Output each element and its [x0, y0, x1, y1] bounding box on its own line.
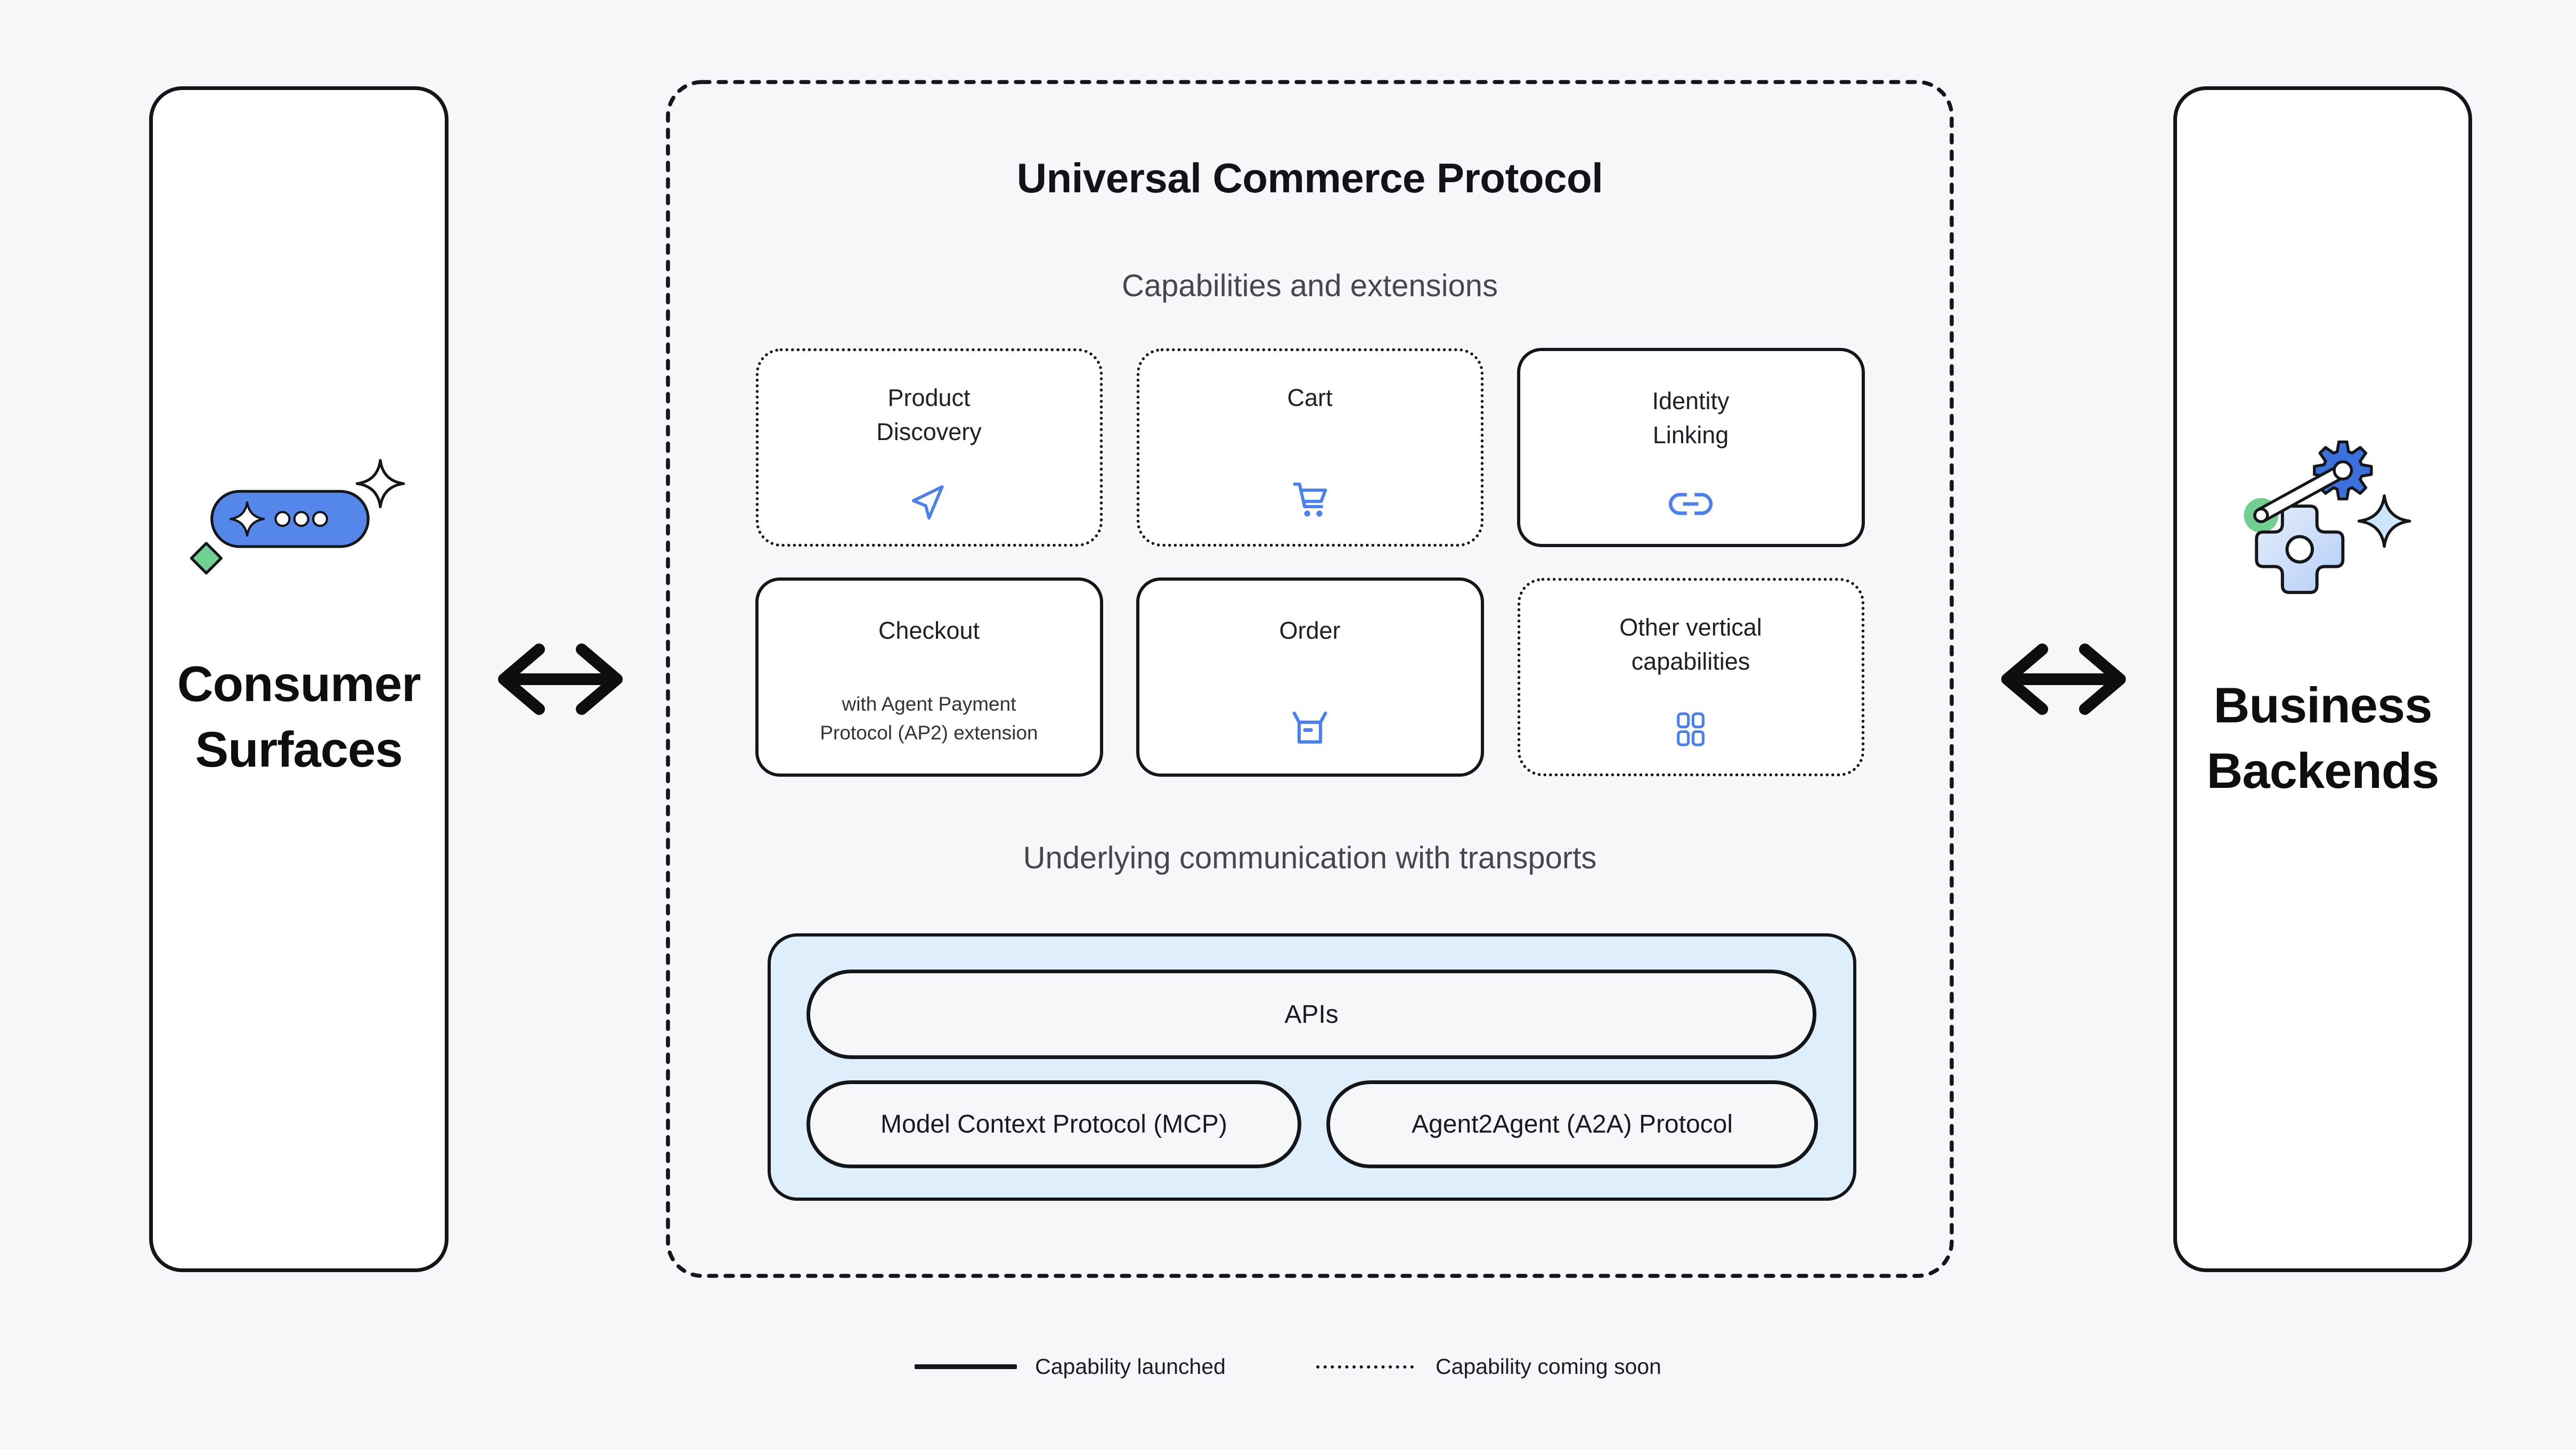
dotted-line-swatch	[1316, 1365, 1417, 1369]
card-title: Cart	[1287, 384, 1333, 412]
transports-container: APIs Model Context Protocol (MCP) Agent2…	[768, 933, 1856, 1201]
dot-icon	[312, 511, 328, 527]
rod-icon	[2253, 462, 2351, 524]
navigation-icon	[911, 485, 944, 520]
card-sublabel: with Agent Payment Protocol (AP2) extens…	[820, 693, 1038, 744]
gear-hub-icon	[2333, 460, 2353, 481]
package-box-icon	[1292, 711, 1327, 744]
card-title: Order	[1279, 617, 1341, 645]
pill-apis: APIs	[806, 970, 1816, 1059]
chat-pill-sparkle-icon	[190, 459, 405, 575]
legend-coming-soon-label: Capability coming soon	[1435, 1354, 1661, 1379]
pill-mcp: Model Context Protocol (MCP)	[806, 1080, 1301, 1168]
solid-line-swatch	[915, 1364, 1017, 1369]
pill-a2a: Agent2Agent (A2A) Protocol	[1326, 1080, 1818, 1168]
double-arrow-icon	[2001, 644, 2126, 715]
transports-heading: Underlying communication with transports	[1023, 841, 1597, 876]
card-title: Checkout	[878, 617, 980, 645]
consumer-surfaces-panel: Consumer Surfaces	[149, 86, 449, 1272]
grid-icon	[1677, 712, 1705, 746]
card-order: Order	[1136, 577, 1484, 777]
cart-icon	[1293, 482, 1327, 517]
card-checkout: Checkout with Agent Payment Protocol (AP…	[755, 577, 1103, 777]
rod-end-icon	[2253, 508, 2269, 524]
sparkle-blue-icon	[2357, 494, 2411, 548]
card-title: Identity Linking	[1652, 387, 1730, 449]
business-backends-content: Business Backends	[2206, 436, 2440, 803]
legend-item-coming-soon: Capability coming soon	[1315, 1354, 1661, 1379]
business-backends-panel: Business Backends	[2173, 86, 2472, 1272]
card-title: Product Discovery	[876, 384, 982, 446]
capabilities-grid: Product Discovery Cart	[666, 348, 1954, 777]
link-icon	[1668, 493, 1713, 515]
dot-icon	[293, 511, 309, 527]
universal-commerce-protocol-container: Universal Commerce Protocol Capabilities…	[666, 80, 1954, 1278]
card-product-discovery: Product Discovery	[755, 348, 1103, 548]
rounded-cross-gear-icon	[2255, 504, 2345, 595]
dot-icon	[274, 511, 291, 527]
sparkle-outline-icon	[355, 459, 405, 509]
business-backends-label: Business Backends	[2206, 677, 2439, 799]
legend: Capability launched Capability coming so…	[0, 1354, 2576, 1379]
consumer-surfaces-label: Consumer Surfaces	[177, 656, 421, 777]
card-cart: Cart	[1136, 348, 1484, 548]
sparkle-white-icon	[229, 501, 265, 537]
card-title: Other vertical capabilities	[1619, 614, 1762, 675]
capabilities-heading: Capabilities and extensions	[1121, 268, 1498, 303]
legend-item-launched: Capability launched	[915, 1354, 1226, 1379]
card-other-vertical: Other vertical capabilities	[1517, 577, 1865, 777]
green-diamond-icon	[190, 542, 223, 575]
protocol-title: Universal Commerce Protocol	[1016, 154, 1603, 201]
double-arrow-icon	[498, 644, 623, 715]
consumer-surfaces-content: Consumer Surfaces	[177, 457, 421, 782]
card-identity-linking: Identity Linking	[1517, 348, 1865, 548]
legend-launched-label: Capability launched	[1035, 1354, 1226, 1379]
gears-sparkle-icon	[2244, 441, 2411, 595]
